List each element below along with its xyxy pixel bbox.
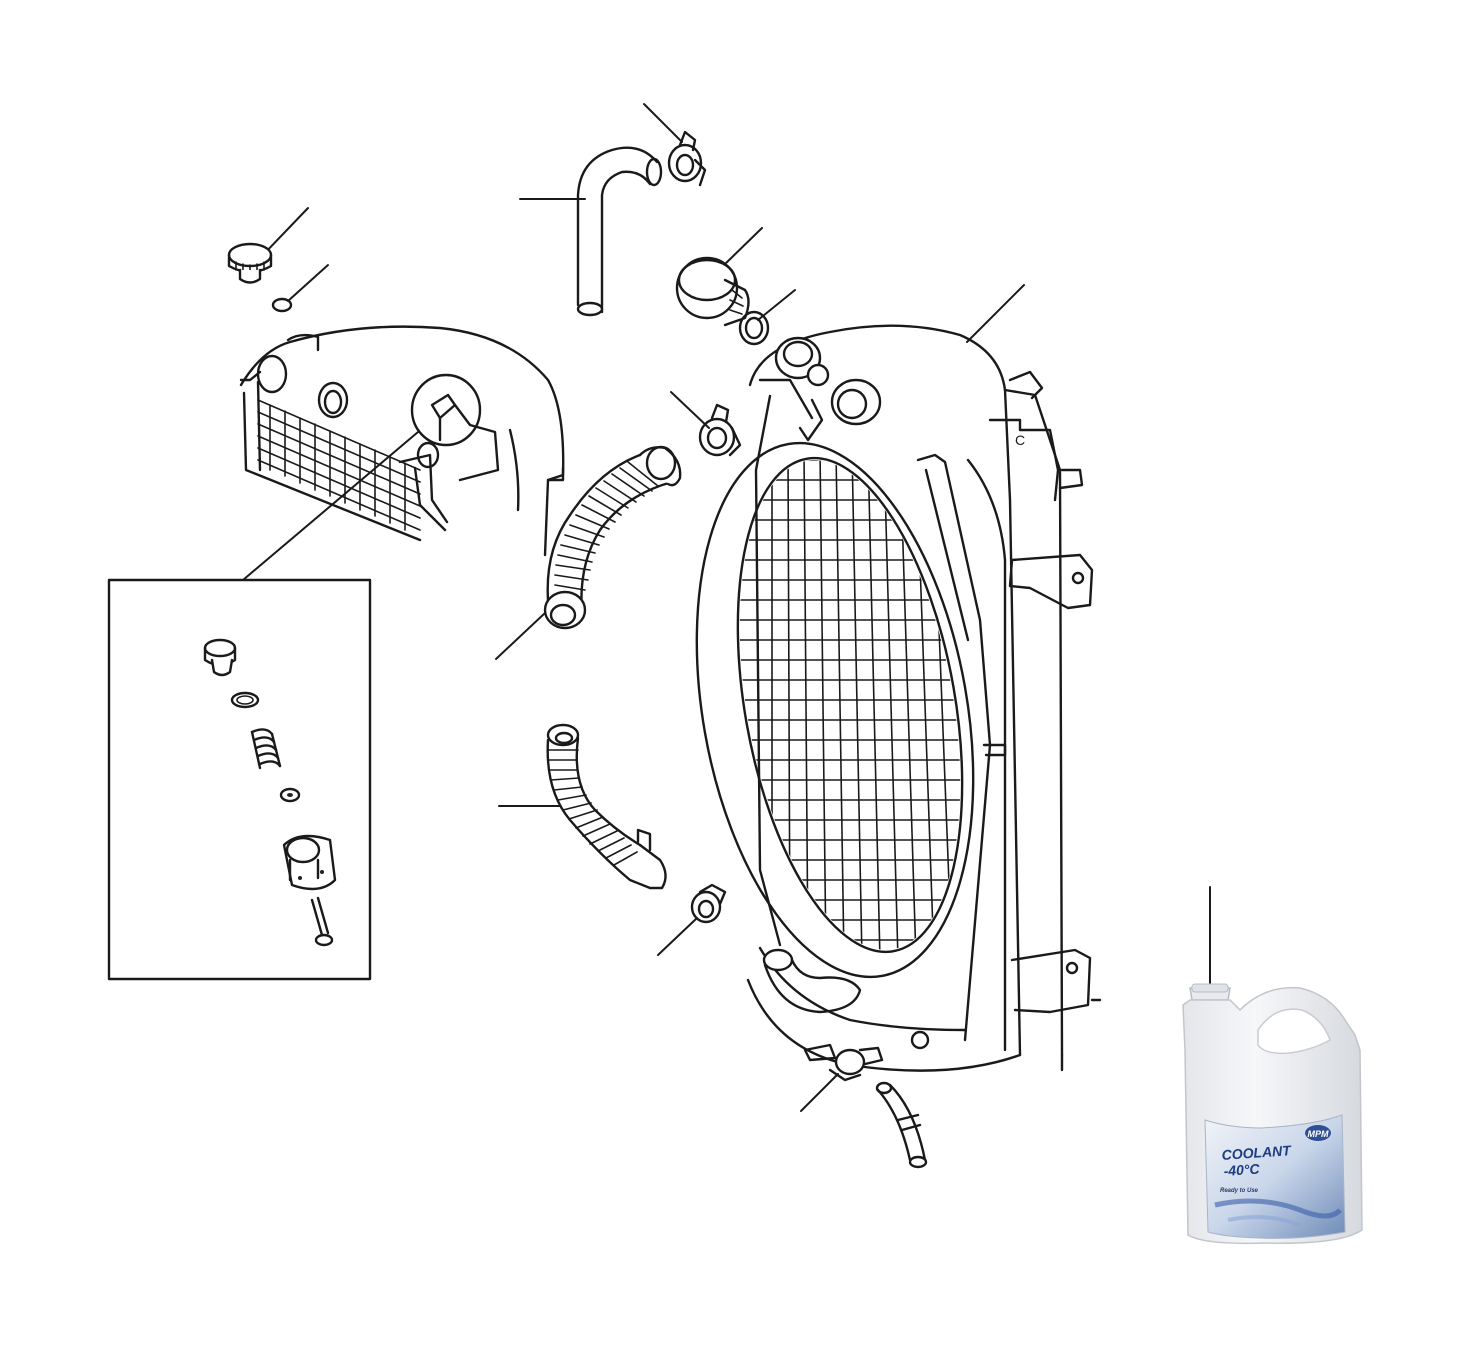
header-tank bbox=[239, 325, 565, 557]
radiator-cap bbox=[675, 256, 750, 327]
leader-drain-tap bbox=[800, 1073, 839, 1112]
radiator-grille bbox=[739, 449, 995, 961]
top-hose-clip bbox=[667, 130, 707, 187]
filler-plug bbox=[227, 242, 273, 284]
drain-tube bbox=[875, 1081, 928, 1169]
inset-valve-base bbox=[282, 834, 337, 891]
svg-text:C: C bbox=[1015, 432, 1025, 448]
plug-washer bbox=[271, 297, 293, 313]
inset-valve-body bbox=[203, 638, 237, 677]
drain-tap bbox=[803, 1043, 884, 1082]
inset-spring bbox=[250, 728, 282, 770]
coolant-subtitle: Ready to Use bbox=[1220, 1188, 1259, 1194]
top-hose bbox=[576, 146, 663, 317]
leader-radiator bbox=[966, 284, 1025, 343]
leader-lower-hose-clip bbox=[657, 917, 698, 956]
leader-top-hose-clip bbox=[643, 103, 683, 143]
inset-bolt bbox=[310, 896, 334, 947]
leader-upper-flex-hose bbox=[495, 612, 546, 660]
coolant-container: MPM COOLANT -40°C Ready to Use bbox=[1182, 983, 1363, 1245]
coolant-brand: MPM bbox=[1308, 1129, 1330, 1139]
leader-filler-plug bbox=[261, 207, 309, 257]
leader-plug-washer bbox=[287, 264, 329, 302]
flexible-hose-upper bbox=[543, 445, 682, 630]
leader-cap-seal bbox=[757, 289, 796, 321]
coolant-temperature: -40°C bbox=[1223, 1160, 1261, 1179]
radiator-core: C bbox=[695, 324, 1102, 1072]
header-tank-grille bbox=[257, 399, 421, 531]
lower-hose-clip bbox=[690, 883, 727, 924]
flexible-hose-lower bbox=[546, 723, 667, 890]
hose-clip-left bbox=[698, 403, 742, 457]
inset-washer bbox=[279, 787, 301, 803]
cap-seal bbox=[738, 310, 770, 346]
leader-radiator-cap bbox=[723, 227, 763, 266]
leader-hose-clip-left bbox=[670, 391, 710, 429]
overflow-valve-inset bbox=[107, 578, 372, 981]
inset-o-ring bbox=[230, 691, 260, 709]
coolant-title: COOLANT bbox=[1221, 1142, 1293, 1163]
